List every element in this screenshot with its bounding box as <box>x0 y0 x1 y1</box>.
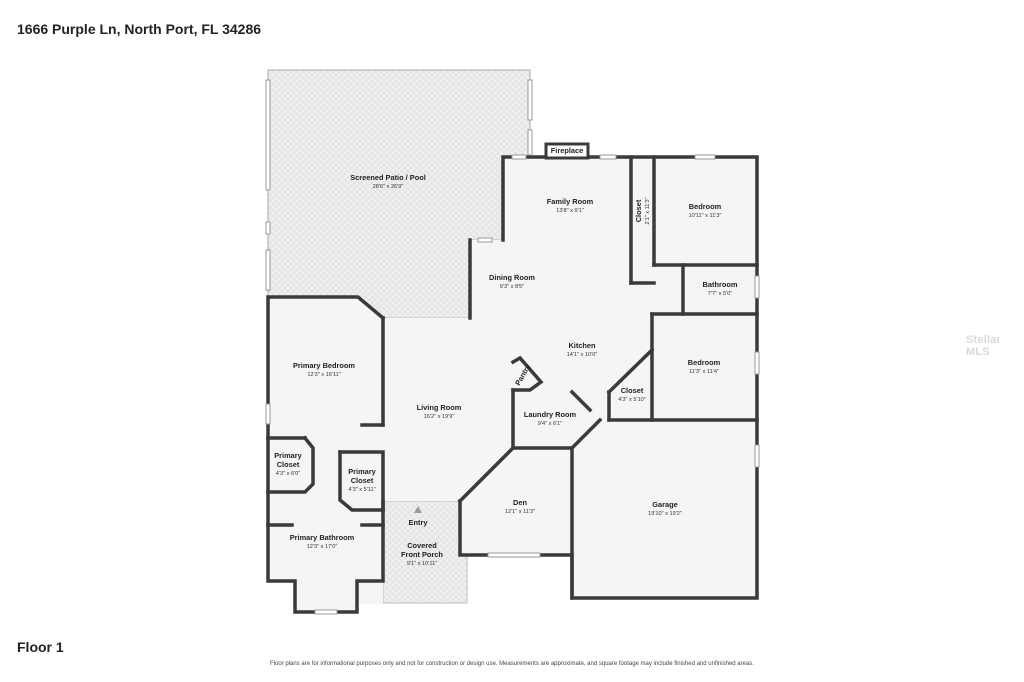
room-name-porch-2: Front Porch <box>401 550 443 559</box>
room-dim-kitchen: 14'1" x 10'0" <box>567 352 598 358</box>
room-name-bedroom-right: Bedroom <box>688 358 721 367</box>
room-dim-family: 13'8" x 9'1" <box>556 208 584 214</box>
room-name-primary-bath: Primary Bathroom <box>290 533 355 542</box>
entry-arrow-icon <box>414 506 422 513</box>
room-name-entry: Entry <box>409 518 429 527</box>
room-name-laundry: Laundry Room <box>524 410 577 419</box>
room-name-bedroom-top: Bedroom <box>689 202 722 211</box>
room-dim-bedroom-top: 10'11" x 11'3" <box>689 213 722 219</box>
watermark: Stellar MLS <box>966 334 1002 358</box>
room-name-porch-1: Covered <box>407 541 437 550</box>
room-dim-garage: 19'10" x 19'2" <box>648 511 682 517</box>
room-dim-laundry: 9'4" x 6'1" <box>538 421 562 427</box>
room-dim-porch: 9'1" x 10'11" <box>407 561 437 567</box>
room-dim-primary-closet-left: 4'3" x 6'0" <box>276 471 300 477</box>
room-name-garage: Garage <box>652 500 677 509</box>
house-floor <box>268 157 757 612</box>
room-name-living: Living Room <box>417 403 462 412</box>
room-dim-primary-closet-right: 4'3" x 5'11" <box>348 487 375 493</box>
fireplace <box>544 142 590 160</box>
floor-label: Floor 1 <box>17 639 64 655</box>
room-name-patio: Screened Patio / Pool <box>350 173 426 182</box>
page-title: 1666 Purple Ln, North Port, FL 34286 <box>17 21 262 37</box>
room-dim-primary-bedroom: 12'3" x 16'11" <box>307 372 340 378</box>
room-dim-bathroom: 7'7" x 5'0" <box>708 291 732 297</box>
room-name-primary-closet-left-2: Closet <box>277 460 300 469</box>
room-name-primary-closet-right-2: Closet <box>351 476 374 485</box>
room-name-primary-bedroom: Primary Bedroom <box>293 361 355 370</box>
room-name-primary-closet-left-1: Primary <box>274 451 302 460</box>
room-dim-living: 16'2" x 19'9" <box>424 414 455 420</box>
room-name-family: Family Room <box>547 197 594 206</box>
room-dim-dining: 9'3" x 8'5" <box>500 284 524 290</box>
room-dim-bedroom-right: 11'3" x 11'4" <box>689 369 719 375</box>
room-dim-closet-mid: 4'3" x 5'10" <box>618 397 646 403</box>
disclaimer: Floor plans are for informational purpos… <box>270 661 754 667</box>
room-name-primary-closet-right-1: Primary <box>348 467 376 476</box>
room-name-kitchen: Kitchen <box>568 341 596 350</box>
room-dim-primary-bath: 12'3" x 17'0" <box>307 544 338 550</box>
room-name-den: Den <box>513 498 527 507</box>
room-name-fireplace: Fireplace <box>551 146 583 155</box>
room-name-closet-mid: Closet <box>621 386 644 395</box>
room-name-dining: Dining Room <box>489 273 535 282</box>
room-name-bathroom: Bathroom <box>703 280 738 289</box>
room-dim-den: 12'1" x 11'3" <box>505 509 535 515</box>
room-dim-patio: 28'6" x 26'9" <box>373 184 404 190</box>
room-name-closet-top: Closet <box>634 199 643 222</box>
room-dim-closet-top: 2'1" x 11'3" <box>645 197 651 224</box>
